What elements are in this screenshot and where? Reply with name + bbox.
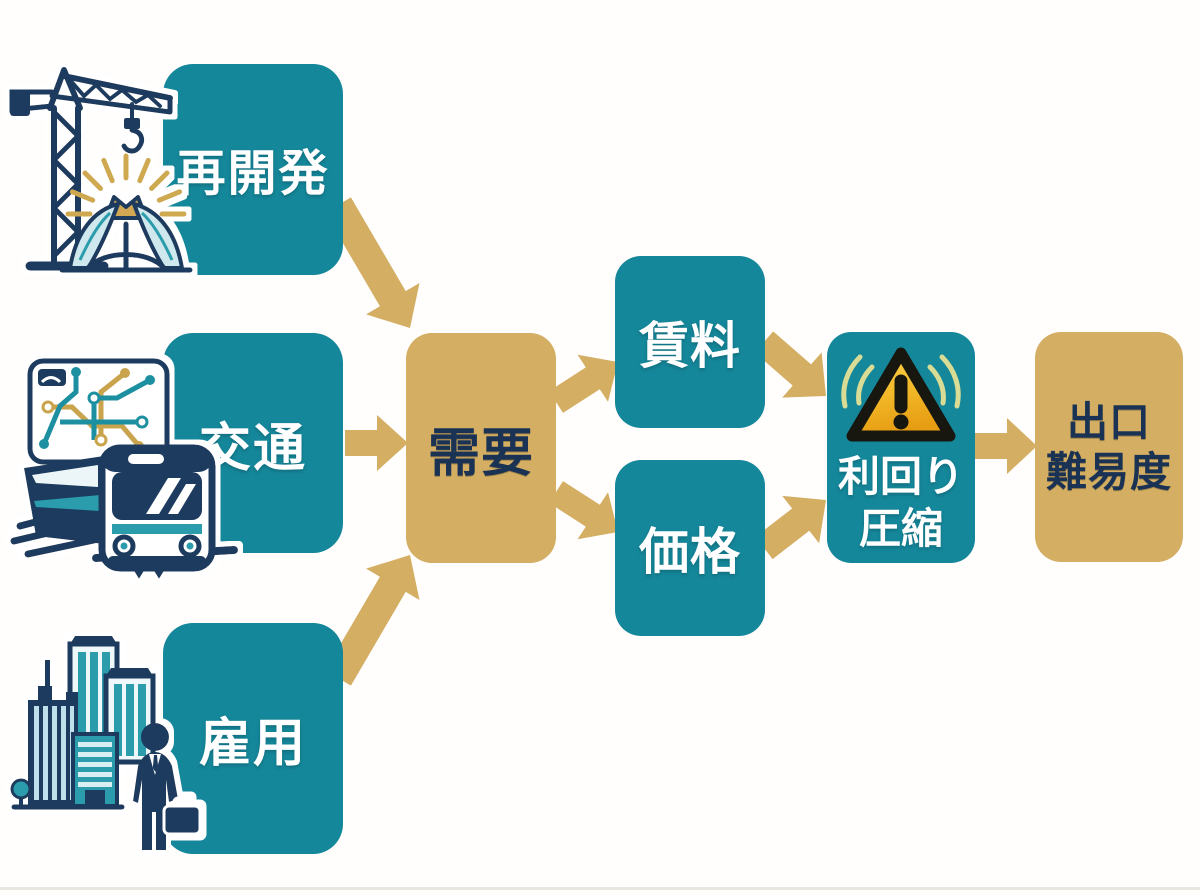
arrow-rent-to-yield [754, 331, 826, 398]
yield-line2: 圧縮 [858, 503, 943, 553]
node-price: 価格 [615, 460, 765, 636]
node-rent: 賃料 [615, 256, 765, 428]
node-employment-label: 雇用 [198, 714, 307, 774]
arrow-demand-to-price [549, 481, 618, 540]
arrow-transport-to-demand [345, 415, 408, 471]
arrow-demand-to-rent [549, 354, 618, 413]
exit-line2: 難易度 [1046, 448, 1172, 496]
node-redevelopment: 再開発 [163, 64, 343, 275]
exit-line1: 出口 [1067, 397, 1151, 446]
node-demand: 需要 [406, 333, 556, 563]
node-yield-compression: 利回り 圧縮 [827, 332, 975, 563]
bottom-hairline [0, 887, 1200, 890]
node-rent-label: 賃料 [639, 317, 741, 375]
yield-line1: 利回り [837, 452, 964, 502]
node-transport: 交通 [163, 333, 343, 553]
arrow-yield-to-exit [975, 418, 1037, 474]
arrow-redevelopment-to-demand [325, 197, 420, 328]
node-transport-label: 交通 [198, 418, 307, 479]
arrow-price-to-yield [755, 495, 826, 560]
node-exit-label: 出口 難易度 [1046, 397, 1172, 497]
node-employment: 雇用 [163, 623, 343, 854]
node-price-label: 価格 [639, 523, 741, 581]
alert-vibration-arcs [841, 354, 961, 409]
node-exit-difficulty: 出口 難易度 [1035, 332, 1183, 562]
arrow-employment-to-demand [325, 555, 420, 686]
node-yield-label: 利回り 圧縮 [838, 451, 964, 553]
node-redevelopment-label: 再開発 [176, 145, 330, 202]
exclamation-dot [893, 414, 909, 430]
warning-triangle-icon [841, 347, 961, 442]
node-demand-label: 需要 [427, 423, 534, 484]
